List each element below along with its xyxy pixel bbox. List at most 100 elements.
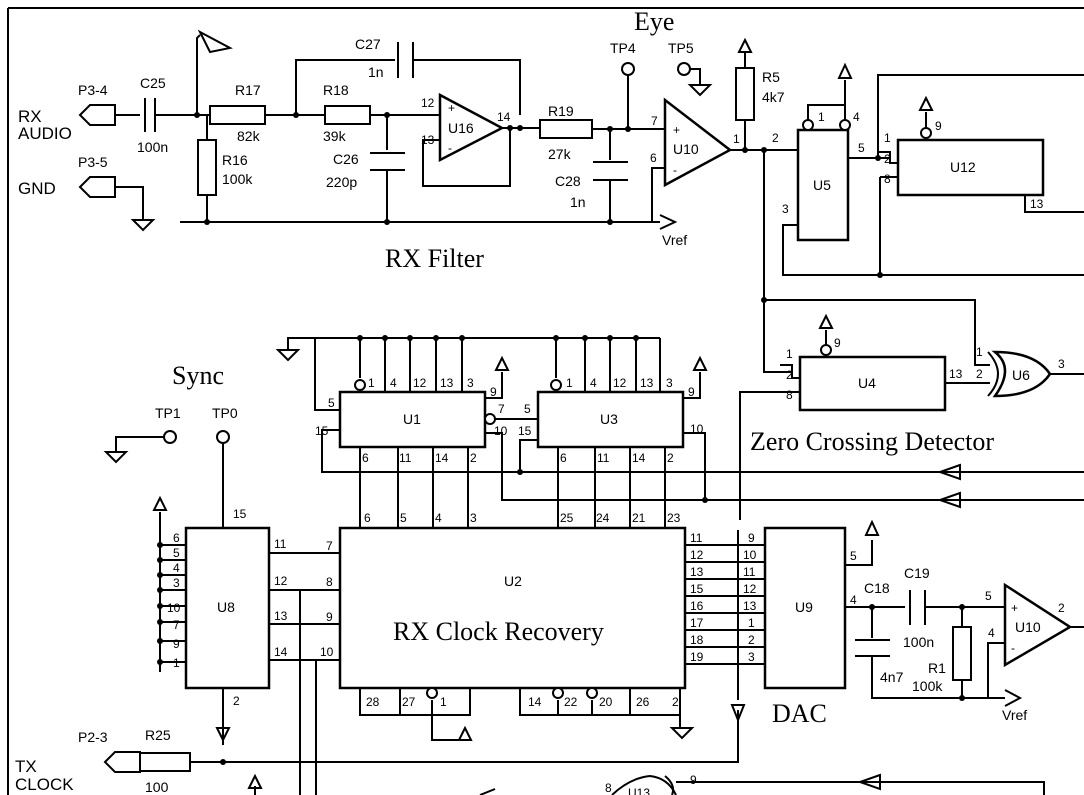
c19-value: 100n: [903, 634, 934, 650]
c25-value: 100n: [137, 139, 168, 155]
svg-text:6: 6: [173, 531, 180, 545]
svg-text:4: 4: [853, 110, 860, 124]
svg-text:4: 4: [173, 561, 180, 575]
zero-crossing-section: 2 U5 1 4 3 5 U12 1 2 8 9 13 U4 1 2: [739, 62, 1084, 520]
svg-text:7: 7: [326, 539, 333, 553]
rx-audio-label-1: RX: [18, 107, 42, 126]
c18-value: 4n7: [880, 669, 904, 685]
svg-text:26: 26: [636, 695, 650, 709]
svg-text:9: 9: [173, 637, 180, 651]
r18-label: R18: [323, 82, 349, 98]
u3-label: U3: [600, 411, 618, 427]
c26-value: 220p: [326, 174, 357, 190]
u4-block: [798, 355, 947, 412]
r18-resistor: [324, 105, 371, 125]
u9-block: [763, 526, 847, 690]
c19-label: C19: [904, 565, 930, 581]
svg-text:3: 3: [666, 376, 673, 390]
u5-label: U5: [813, 177, 831, 193]
svg-text:14: 14: [435, 451, 449, 465]
tx-clock-label-1: TX: [15, 757, 37, 776]
u8-label: U8: [217, 599, 235, 615]
u13-label: U13: [628, 786, 650, 795]
svg-text:15: 15: [233, 507, 247, 521]
u6-label: U6: [1012, 367, 1030, 383]
svg-text:23: 23: [667, 511, 681, 525]
c28-capacitor: [593, 161, 628, 181]
rx-filter-section: P3-4 RX AUDIO C25 100n R16 100k R17 82k …: [18, 7, 800, 273]
svg-text:2: 2: [772, 131, 779, 145]
svg-text:11: 11: [399, 451, 412, 465]
svg-text:21: 21: [632, 511, 646, 525]
svg-text:+: +: [673, 123, 680, 137]
svg-text:3: 3: [1058, 357, 1065, 371]
u2-block: [338, 526, 687, 690]
rx-audio-conn-label: P3-4: [78, 82, 108, 98]
svg-text:6: 6: [560, 451, 567, 465]
svg-text:20: 20: [599, 695, 613, 709]
svg-text:+: +: [1011, 601, 1018, 615]
svg-text:11: 11: [597, 451, 610, 465]
vref-label-b: Vref: [1002, 707, 1027, 723]
svg-text:25: 25: [560, 511, 574, 525]
c26-label: C26: [333, 151, 359, 167]
svg-text:10: 10: [743, 548, 757, 562]
svg-text:9: 9: [326, 610, 333, 624]
svg-text:1: 1: [976, 345, 983, 359]
arrow-left-icon: [936, 491, 961, 509]
svg-text:3: 3: [470, 511, 477, 525]
tp5-label: TP5: [668, 40, 694, 56]
svg-text:4: 4: [590, 376, 597, 390]
gnd-conn-label: P3-5: [78, 154, 108, 170]
ground-icon: [669, 727, 695, 740]
svg-text:-: -: [448, 141, 452, 155]
svg-text:13: 13: [440, 376, 454, 390]
u1-block: [338, 390, 487, 449]
r1-label: R1: [928, 660, 946, 676]
c28-label: C28: [555, 173, 581, 189]
svg-text:1: 1: [173, 656, 180, 670]
svg-text:14: 14: [632, 451, 646, 465]
bottom-section: 8 U13 9: [247, 773, 1045, 795]
svg-text:10: 10: [167, 601, 181, 615]
tp1-label: TP1: [155, 405, 181, 421]
u10b-label: U10: [1015, 619, 1041, 635]
r1-resistor: [952, 626, 972, 681]
svg-text:3: 3: [173, 576, 180, 590]
supply-arrow-icon: [494, 355, 510, 371]
supply-arrow-icon: [247, 773, 263, 789]
u9-label: U9: [795, 599, 813, 615]
svg-text:14: 14: [497, 110, 511, 124]
svg-text:13: 13: [949, 367, 963, 381]
svg-text:12: 12: [690, 548, 704, 562]
svg-text:7: 7: [173, 618, 180, 632]
svg-text:10: 10: [494, 424, 508, 438]
vref-label-a: Vref: [662, 232, 687, 248]
supply-arrow-icon: [918, 95, 934, 111]
u13-gate: [611, 774, 677, 795]
svg-text:9: 9: [834, 336, 841, 350]
r16-label: R16: [222, 152, 248, 168]
svg-text:15: 15: [690, 582, 704, 596]
svg-text:12: 12: [613, 376, 627, 390]
svg-text:6: 6: [362, 451, 369, 465]
gnd-connector: [78, 176, 116, 198]
u10b-opamp: [1003, 582, 1073, 668]
c25-capacitor: [144, 98, 156, 132]
u16-opamp: [438, 92, 505, 163]
svg-text:11: 11: [274, 537, 287, 551]
ground-icon: [130, 219, 156, 232]
svg-text:2: 2: [976, 367, 983, 381]
r25-value: 100: [145, 779, 169, 795]
tx-clock-label-2: CLOCK: [15, 775, 74, 794]
svg-text:-: -: [1011, 641, 1015, 655]
r17-value: 82k: [237, 128, 261, 144]
svg-text:13: 13: [1030, 197, 1044, 211]
supply-arrow-icon: [737, 37, 753, 53]
svg-text:4: 4: [850, 593, 857, 607]
svg-text:5: 5: [328, 396, 335, 410]
u16-label: U16: [448, 120, 474, 136]
svg-text:2: 2: [470, 451, 477, 465]
